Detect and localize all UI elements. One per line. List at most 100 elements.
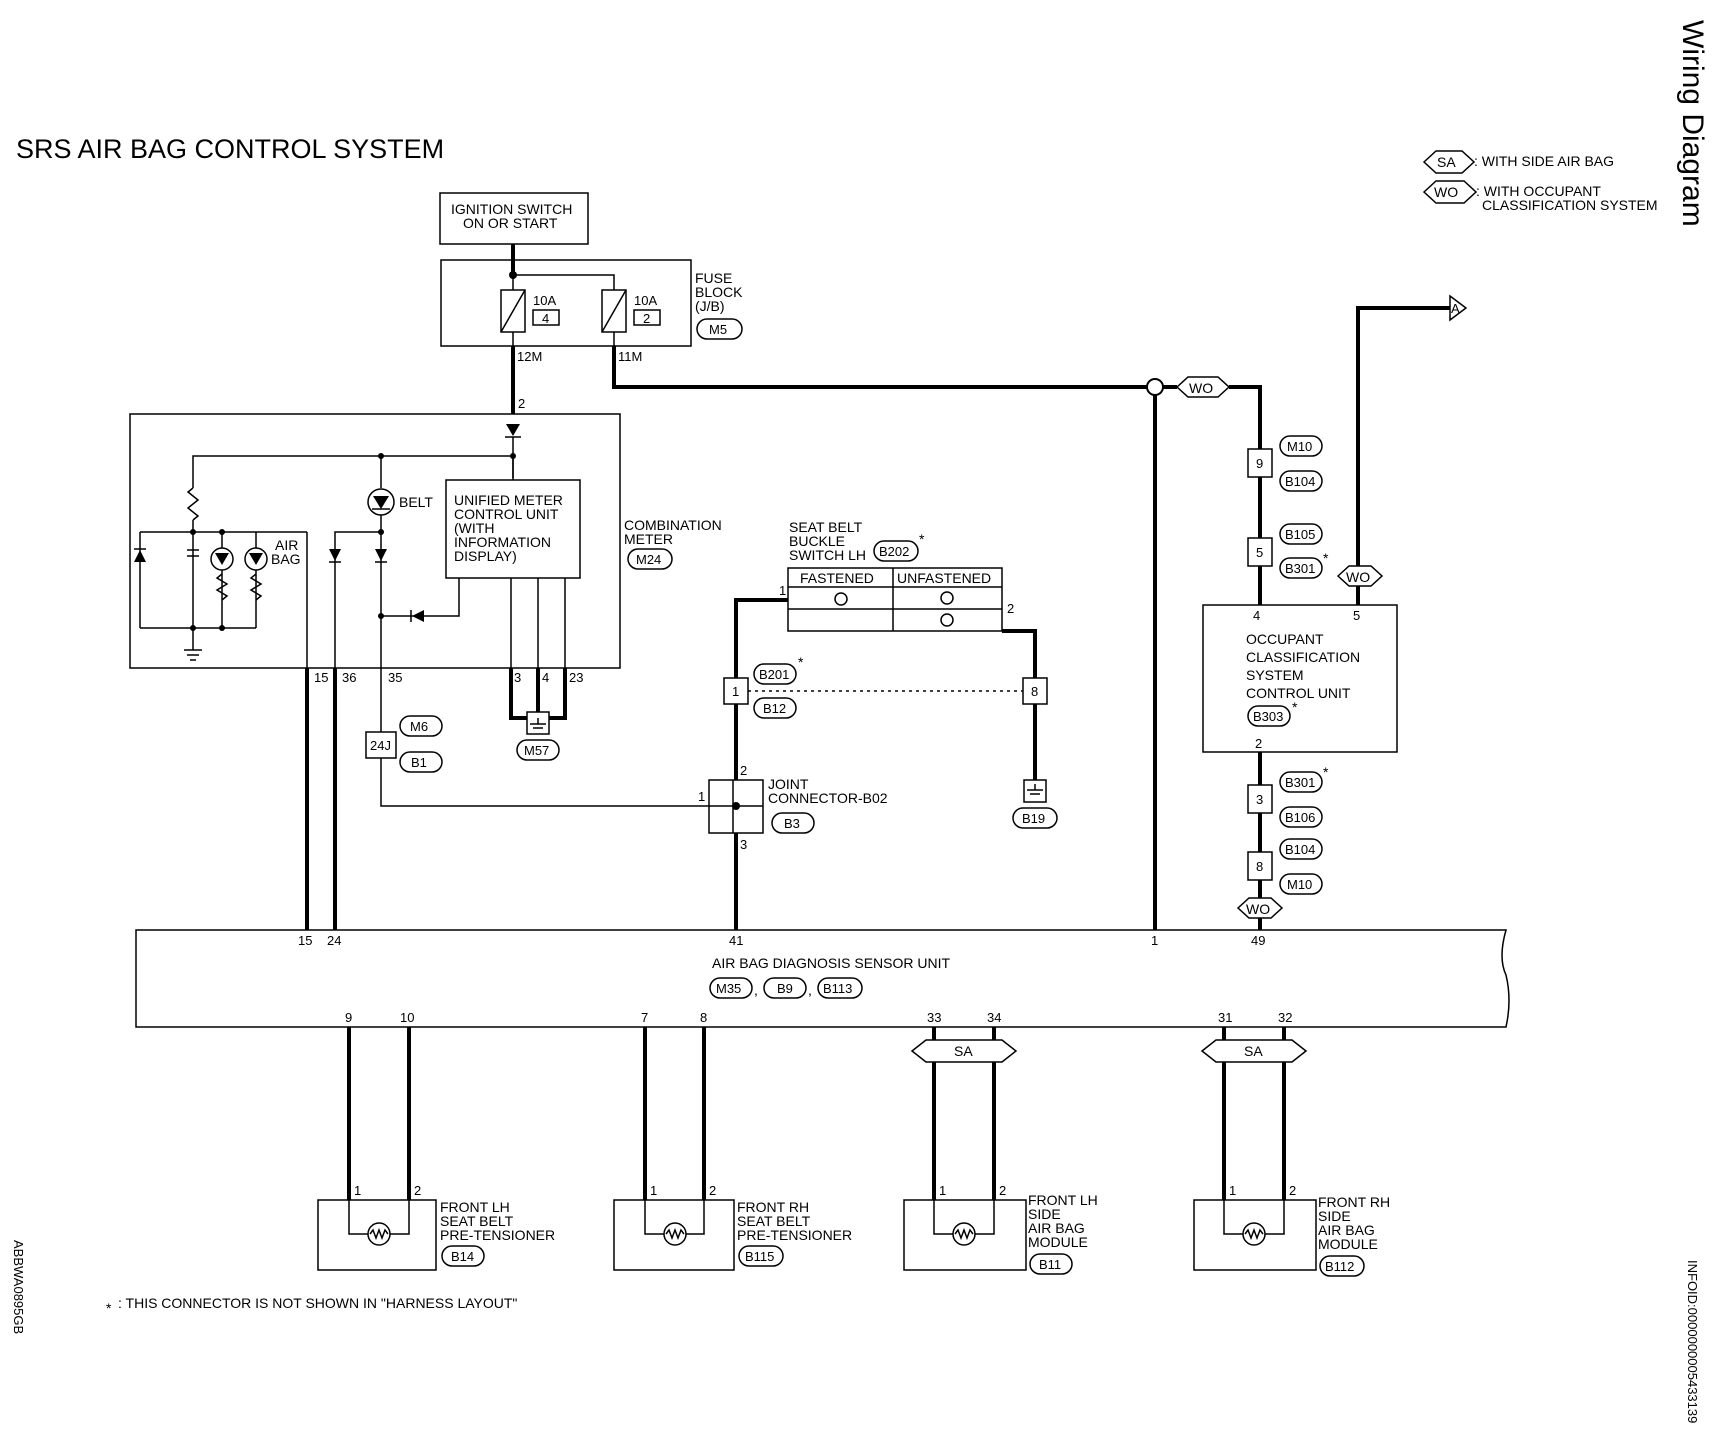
ocs-unit-label-1: OCCUPANT <box>1246 631 1324 647</box>
unified-meter-control-unit <box>445 479 581 579</box>
b105-connector-pill <box>1279 523 1323 545</box>
b19-connector-pill <box>1012 807 1058 829</box>
module4-label-4: MODULE <box>1318 1236 1378 1252</box>
module-front-rh-side-airbag: 1 2 FRONT RH SIDE AIR BAG MODULE B112 <box>1193 1183 1390 1277</box>
module1-label-1: FRONT LH <box>440 1199 510 1215</box>
buckle-label-2: BUCKLE <box>789 533 845 549</box>
joint-connector-label-2: CONNECTOR-B02 <box>768 790 888 806</box>
module1-pin-1: 1 <box>354 1183 361 1198</box>
wire-buckle-pin1 <box>734 598 788 780</box>
module2-label-3: PRE-TENSIONER <box>737 1227 852 1243</box>
b301-top-star: * <box>1323 550 1329 566</box>
sa-legend-tag-text: SA <box>1437 154 1456 170</box>
buckle-pin-1: 1 <box>779 583 786 598</box>
meter-pin-2: 2 <box>518 396 525 411</box>
unified-meter-label-1: UNIFIED METER <box>454 492 563 508</box>
ocs-control-unit-box <box>1202 604 1398 753</box>
fuse-junction <box>509 271 517 279</box>
m57-connector-pill <box>516 739 560 761</box>
wire-wo-branch <box>1229 385 1262 445</box>
connector-24j-label: 24J <box>370 738 391 753</box>
arrow-a <box>1449 294 1468 322</box>
unified-meter-label-2: CONTROL UNIT <box>454 506 559 522</box>
sa-tag-2 <box>1200 1039 1308 1063</box>
module3-pin-1: 1 <box>939 1183 946 1198</box>
module4-label-3: AIR BAG <box>1318 1222 1375 1238</box>
sensor-top-pin-41: 41 <box>729 933 743 948</box>
combination-meter-label-1: COMBINATION <box>624 517 722 533</box>
module3-pin-2: 2 <box>999 1183 1006 1198</box>
b12-connector-pill <box>753 697 797 719</box>
sensor-bottom-pin-34: 34 <box>987 1010 1001 1025</box>
m24-connector-label: M24 <box>636 552 661 567</box>
airbag-lamp-label-2: BAG <box>271 551 301 567</box>
b9-connector-label: B9 <box>777 981 793 996</box>
module1-label-2: SEAT BELT <box>440 1213 514 1229</box>
fuse1-number: 4 <box>542 311 549 326</box>
module-front-lh-side-airbag: 1 2 FRONT LH SIDE AIR BAG MODULE B11 <box>903 1183 1098 1275</box>
b115-connector-label: B115 <box>745 1249 774 1264</box>
m6-connector-label: M6 <box>410 719 428 734</box>
b202-connector-label: B202 <box>879 544 909 559</box>
wo-bottom-tag-text: WO <box>1246 901 1270 917</box>
b301-top-connector-pill <box>1279 557 1323 579</box>
b301-bottom-connector-label: B301 <box>1285 775 1315 790</box>
wo-legend-text-1: : WITH OCCUPANT <box>1476 183 1601 199</box>
connector-pin5 <box>1247 537 1273 567</box>
fastened-label: FASTENED <box>800 570 874 586</box>
unified-meter-label-4: INFORMATION <box>454 534 551 550</box>
pin-8-label: 8 <box>1031 684 1038 699</box>
b301-bottom-star: * <box>1323 764 1329 780</box>
fuse-block-label-1: FUSE <box>695 270 732 286</box>
b113-connector-pill <box>817 977 863 999</box>
m57-connector-label: M57 <box>524 743 549 758</box>
sa-legend-tag <box>1422 150 1476 174</box>
joint-pin-2: 2 <box>740 763 747 778</box>
sensor-top-pin-24: 24 <box>327 933 341 948</box>
ocs-pin-8: 8 <box>1256 859 1263 874</box>
sensor-bottom-pin-10: 10 <box>400 1010 414 1025</box>
module4-label-1: FRONT RH <box>1318 1194 1390 1210</box>
ocs-unit-pin-4: 4 <box>1253 608 1260 623</box>
sensor-bottom-pin-32: 32 <box>1278 1010 1292 1025</box>
sensor-bottom-pin-33: 33 <box>927 1010 941 1025</box>
buckle-label-1: SEAT BELT <box>789 519 863 535</box>
module3-label-2: SIDE <box>1028 1206 1061 1222</box>
b301-bottom-connector-pill <box>1279 771 1323 793</box>
sensor-sep-1: , <box>754 982 758 998</box>
ocs-pin-3: 3 <box>1256 792 1263 807</box>
b303-connector-label: B303 <box>1253 709 1283 724</box>
belt-label: BELT <box>399 494 433 510</box>
m6-connector-pill <box>399 715 443 737</box>
m35-connector-pill <box>709 977 753 999</box>
sensor-top-pin-49: 49 <box>1251 933 1265 948</box>
ignition-label-2: ON OR START <box>463 215 558 231</box>
unified-meter-label-3: (WITH <box>454 520 494 536</box>
joint-connector-label-1: JOINT <box>768 776 809 792</box>
footnote-text: : THIS CONNECTOR IS NOT SHOWN IN "HARNES… <box>118 1295 517 1311</box>
b106-connector-label: B106 <box>1285 810 1315 825</box>
combination-meter: 2 AIR BAG <box>129 396 722 685</box>
m10-top-connector-pill <box>1279 435 1323 457</box>
b201-star: * <box>798 654 804 670</box>
m10-top-connector-label: M10 <box>1287 439 1312 454</box>
connector-pin9 <box>1247 448 1273 478</box>
module-front-rh-pretensioner: 1 2 FRONT RH SEAT BELT PRE-TENSIONER B11… <box>613 1183 852 1271</box>
joint-pin-1: 1 <box>698 789 705 804</box>
sensor-bottom-pin-9: 9 <box>345 1010 352 1025</box>
wo-legend-tag <box>1422 180 1478 204</box>
ocs-unit-pin-2: 2 <box>1255 736 1262 751</box>
page-title: SRS AIR BAG CONTROL SYSTEM <box>16 134 444 164</box>
module3-label-1: FRONT LH <box>1028 1192 1098 1208</box>
sensor-top-pin-1: 1 <box>1151 933 1158 948</box>
meter-pin-23: 23 <box>569 670 583 685</box>
wo-splice <box>1146 378 1164 396</box>
sensor-bottom-pin-7: 7 <box>641 1010 648 1025</box>
module4-label-2: SIDE <box>1318 1208 1351 1224</box>
footnote-star: * <box>106 1300 112 1316</box>
sa-legend-text: : WITH SIDE AIR BAG <box>1474 153 1614 169</box>
info-id: INFOID:0000000005433139 <box>1685 1260 1700 1423</box>
legend: SA : WITH SIDE AIR BAG WO : WITH OCCUPAN… <box>1422 150 1658 213</box>
b14-connector-label: B14 <box>451 1249 474 1264</box>
